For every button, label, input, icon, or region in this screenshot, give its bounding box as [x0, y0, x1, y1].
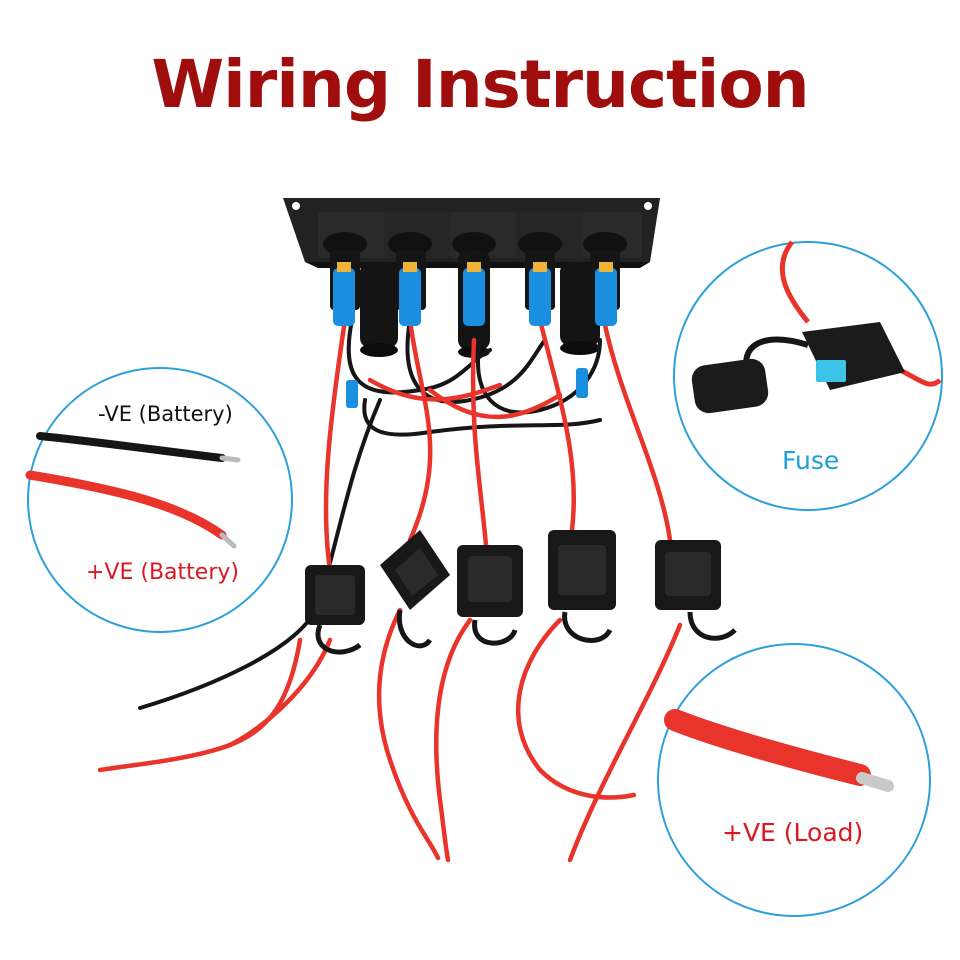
inline-fuse-holder — [655, 540, 737, 641]
socket-body — [360, 262, 398, 357]
blue-terminal — [463, 262, 485, 326]
positive-battery-label: +VE (Battery) — [86, 560, 239, 585]
page-title: Wiring Instruction — [151, 46, 809, 123]
negative-battery-wire — [36, 432, 226, 462]
inline-fuse-holder — [380, 530, 450, 649]
fuse-callout — [673, 240, 943, 511]
battery-callout — [25, 367, 293, 633]
blade-fuse-icon — [816, 360, 846, 382]
blue-terminal — [399, 262, 421, 326]
fuse-cap — [691, 358, 769, 414]
red-wires — [97, 317, 683, 863]
inline-fuse-holders — [305, 530, 737, 655]
positive-load-wire — [664, 709, 871, 786]
negative-battery-label: -VE (Battery) — [98, 402, 233, 426]
fuse-label: Fuse — [782, 446, 840, 475]
load-callout — [657, 643, 931, 917]
inline-fuse-holder — [548, 530, 616, 643]
positive-battery-wire — [25, 470, 227, 540]
inline-fuse-holder — [305, 565, 365, 655]
stripped-wire-end — [856, 772, 894, 792]
blue-terminals — [333, 262, 617, 408]
blue-terminal — [529, 262, 551, 326]
blue-terminal — [333, 262, 355, 326]
positive-load-label: +VE (Load) — [722, 818, 864, 847]
inline-fuse-holder — [457, 545, 523, 646]
blue-terminal — [595, 262, 617, 326]
